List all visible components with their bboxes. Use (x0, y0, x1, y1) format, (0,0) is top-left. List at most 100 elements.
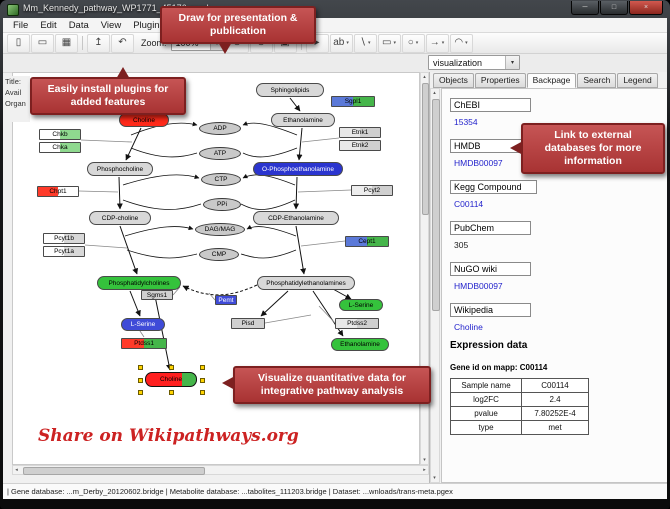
tab-properties[interactable]: Properties (474, 73, 526, 88)
pathway-node[interactable]: Ptdss2 (335, 318, 379, 329)
pathway-node-label: CDP-Ethanolamine (268, 214, 324, 222)
arrow-tool-icon[interactable]: →▾ (425, 33, 449, 53)
pathway-node[interactable]: CTP (201, 173, 241, 186)
export-icon[interactable]: ↥ (87, 33, 110, 53)
pathway-node[interactable]: Phosphatidylcholines (97, 276, 181, 290)
pathway-node-label: Ptdss2 (347, 320, 367, 327)
undo-icon: ↶ (118, 37, 127, 48)
pathway-node[interactable]: Pcyt2 (351, 185, 393, 196)
pathway-node[interactable]: L-Serine (121, 318, 165, 331)
scrollbar-thumb[interactable] (432, 99, 440, 311)
text-label-tool-icon[interactable]: ab▾ (329, 33, 353, 53)
pathway-node[interactable]: Pcyt1a (43, 246, 85, 257)
pathway-node[interactable]: CDP-choline (89, 211, 151, 225)
tab-legend[interactable]: Legend (617, 73, 658, 88)
pathway-node[interactable]: DAG/MAG (195, 223, 245, 236)
visualization-combo[interactable]: visualization ▾ (428, 55, 520, 70)
pathway-node[interactable]: Sphingolipids (256, 83, 324, 97)
scroll-down-icon[interactable]: ▾ (433, 475, 436, 481)
pathway-node[interactable]: Phosphatidylethanolamines (257, 276, 355, 290)
expression-table-cell: 7.80252E-4 (521, 406, 589, 421)
selection-handle[interactable] (138, 390, 143, 395)
menu-item-file[interactable]: File (13, 19, 29, 31)
line-tool-icon[interactable]: ∖▾ (353, 33, 377, 53)
tab-search[interactable]: Search (577, 73, 617, 88)
canvas-horizontal-scrollbar[interactable]: ◂ ▸ (12, 465, 429, 475)
pathway-node[interactable]: Ethanolamine (271, 113, 335, 127)
pathway-node[interactable]: Pemt (215, 295, 237, 305)
scroll-down-icon[interactable]: ▾ (423, 457, 426, 463)
menu-item-plugins[interactable]: Plugins (133, 19, 165, 31)
scrollbar-thumb[interactable] (23, 467, 205, 475)
pathway-node[interactable]: PPi (203, 198, 241, 211)
external-db-link[interactable]: 15354 (454, 117, 478, 127)
selection-handle[interactable] (200, 377, 205, 383)
pathway-node-label: Etnk2 (351, 142, 369, 149)
oval-tool-icon[interactable]: ○▾ (401, 33, 425, 53)
scroll-left-icon[interactable]: ◂ (15, 467, 18, 473)
menu-item-data[interactable]: Data (68, 19, 89, 31)
scroll-up-icon[interactable]: ▴ (423, 74, 426, 80)
pathway-node[interactable]: Cept1 (345, 236, 389, 247)
canvas-vertical-scrollbar[interactable]: ▴ ▾ (420, 72, 429, 465)
selection-handle[interactable] (138, 377, 143, 383)
tab-backpage[interactable]: Backpage (526, 73, 577, 88)
open-file-icon[interactable]: ▭ (31, 33, 54, 53)
arc-tool-icon[interactable]: ◠▾ (449, 33, 473, 53)
minimize-button[interactable]: ─ (571, 1, 599, 15)
menu-item-edit[interactable]: Edit (40, 19, 57, 31)
close-button[interactable]: × (629, 1, 663, 15)
pathway-node[interactable]: Chpt1 (37, 186, 79, 197)
pathway-node[interactable]: L-Serine (339, 299, 383, 311)
external-db-link[interactable]: C00114 (454, 199, 484, 209)
panel-vertical-scrollbar[interactable]: ▴ ▾ (430, 88, 440, 483)
pathway-node[interactable]: O-Phosphoethanolamine (253, 162, 343, 176)
external-db-link[interactable]: HMDB00097 (454, 158, 503, 168)
pathway-node[interactable]: Sgpl1 (331, 96, 375, 107)
new-file-icon: ▯ (15, 37, 22, 48)
menu-item-view[interactable]: View (100, 19, 122, 31)
pathway-node[interactable]: Etnk1 (339, 127, 381, 138)
save-icon[interactable]: ▦ (55, 33, 78, 53)
tab-objects[interactable]: Objects (433, 73, 474, 88)
pathway-node[interactable]: Etnk2 (339, 140, 381, 151)
external-db-link[interactable]: Choline (454, 322, 483, 332)
maximize-button[interactable]: □ (600, 1, 628, 15)
selection-handle[interactable] (169, 390, 174, 395)
pathway-node[interactable]: ADP (199, 122, 241, 135)
pathway-node[interactable]: Pcyt1b (43, 233, 85, 244)
selection-handle[interactable] (200, 365, 205, 370)
scroll-up-icon[interactable]: ▴ (433, 90, 436, 96)
undo-icon[interactable]: ↶ (111, 33, 134, 53)
pathway-node[interactable]: CDP-Ethanolamine (253, 211, 339, 225)
pathway-node[interactable]: Chka (39, 142, 81, 153)
rectangle-tool-icon[interactable]: ▭▾ (377, 33, 401, 53)
toolbar-row2: visualization ▾ (3, 54, 667, 73)
scroll-right-icon[interactable]: ▸ (423, 467, 426, 473)
pathway-node[interactable]: Choline (145, 372, 197, 387)
pathway-node[interactable]: Ethanolamine (331, 338, 389, 351)
scrollbar-thumb[interactable] (422, 83, 429, 215)
open-file-icon: ▭ (37, 37, 48, 48)
pathway-node[interactable]: Phosphocholine (87, 162, 153, 176)
external-db-link[interactable]: HMDB00097 (454, 281, 503, 291)
pathway-node[interactable]: Pisd (231, 318, 265, 329)
pathway-node[interactable]: ATP (199, 147, 241, 160)
pathway-node[interactable]: Choline (119, 113, 169, 127)
pathway-node[interactable]: Ptdss1 (121, 338, 167, 349)
text-label-tool-icon: ab (333, 37, 345, 48)
chevron-down-icon: ▾ (346, 40, 349, 46)
pathway-node[interactable]: Sgms1 (141, 290, 173, 300)
selection-handle[interactable] (169, 365, 174, 370)
new-file-icon[interactable]: ▯ (7, 33, 30, 53)
pathway-node[interactable]: Chkb (39, 129, 81, 140)
selection-handle[interactable] (138, 365, 143, 370)
selection-handle[interactable] (200, 390, 205, 395)
pathway-node[interactable]: CMP (199, 248, 239, 261)
expression-table-cell: type (450, 420, 522, 435)
